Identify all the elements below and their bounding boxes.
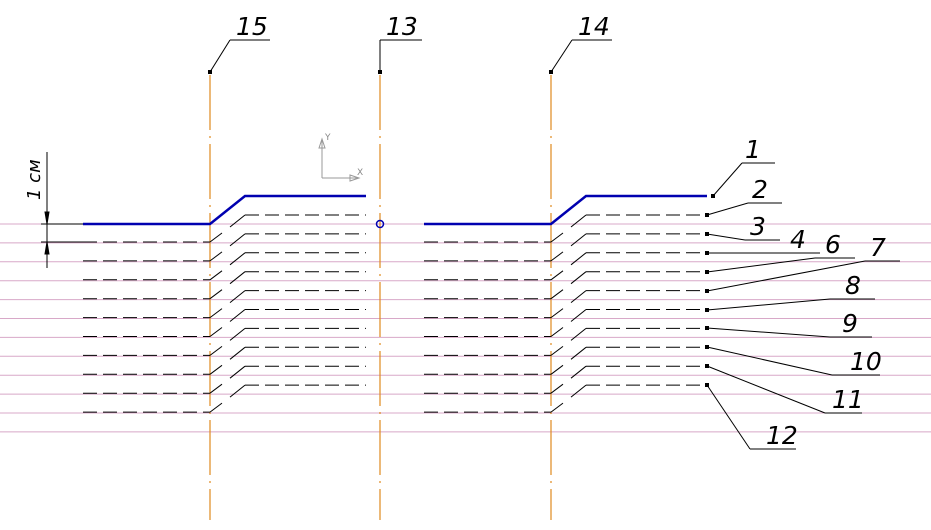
y-axis-label: Y: [324, 133, 331, 143]
callout-label: 6: [825, 230, 841, 259]
layer-slope: [209, 232, 223, 243]
layer-slope: [229, 233, 246, 247]
layer-slope: [209, 308, 223, 319]
origin-point: [375, 219, 385, 229]
callout-label: 10: [850, 347, 882, 376]
layer-slope: [229, 346, 246, 360]
leader-dot: [378, 70, 382, 74]
layer-slope: [570, 309, 587, 322]
callout-leader: [706, 327, 831, 338]
leader-line: [550, 39, 573, 73]
callout-label: 8: [845, 271, 861, 300]
callout-leader: [706, 346, 833, 376]
layer-slope: [229, 309, 246, 322]
callout-label: 4: [790, 225, 806, 254]
callout-leader: [706, 260, 866, 292]
callout-leader: [712, 162, 743, 197]
surface-profile: [424, 194, 707, 226]
dimension-1cm: [41, 152, 83, 268]
callout-leader: [706, 384, 751, 450]
layer-slope: [570, 346, 587, 360]
callout-label: 9: [842, 309, 858, 338]
callout-label: 1: [745, 135, 761, 164]
layer-slope: [229, 252, 246, 266]
layer-slope: [229, 328, 246, 341]
layer-slope: [209, 364, 223, 375]
axis-label: 13: [386, 12, 418, 41]
layer-slope: [550, 270, 564, 281]
layer-slope: [570, 384, 587, 398]
layer-slope: [209, 251, 223, 262]
layer-slope: [209, 345, 223, 356]
layer-slope: [570, 365, 587, 379]
layer-slope: [550, 251, 564, 262]
callout-label: 11: [832, 385, 864, 414]
layer-slope: [229, 384, 246, 398]
layer-slope: [550, 383, 564, 394]
callout-leader: [706, 365, 826, 414]
layer-slope: [209, 289, 223, 300]
layer-slope: [550, 345, 564, 356]
layer-slope: [229, 271, 246, 285]
layer-slope: [570, 214, 587, 228]
axis-label: 14: [578, 12, 610, 41]
layer-slope: [550, 289, 564, 300]
layer-slope: [209, 327, 223, 337]
leader-dot: [208, 70, 212, 74]
layer-slope: [550, 232, 564, 243]
callout-leader: [706, 298, 831, 311]
callout-leader: [706, 233, 746, 241]
layer-slope: [209, 383, 223, 394]
layer-slope: [229, 214, 246, 228]
layer-slope: [550, 364, 564, 375]
layer-slope: [570, 271, 587, 285]
callout-label: 7: [870, 233, 886, 262]
callout-label: 3: [750, 212, 766, 241]
layer-slope: [229, 290, 246, 303]
dimension-text: 1 см: [24, 159, 45, 200]
layer-slope: [570, 290, 587, 303]
callout-label: 12: [766, 421, 798, 450]
layer-slope: [550, 327, 564, 337]
callout-label: 2: [752, 175, 768, 204]
coordinate-system-icon: [318, 137, 361, 182]
layer-slope: [570, 328, 587, 341]
surface-profile: [83, 194, 366, 226]
layer-slope: [209, 270, 223, 281]
layer-slope: [550, 308, 564, 319]
leader-line: [209, 39, 231, 73]
axis-label: 15: [236, 12, 268, 41]
layer-slope: [570, 233, 587, 247]
layer-slope: [229, 365, 246, 379]
leader-dot: [549, 70, 553, 74]
callout-leader: [706, 202, 749, 216]
x-axis-label: X: [357, 168, 363, 178]
layer-slope: [209, 402, 223, 413]
layer-slope: [550, 402, 564, 413]
callout-leader: [706, 257, 816, 273]
layer-slope: [570, 252, 587, 266]
